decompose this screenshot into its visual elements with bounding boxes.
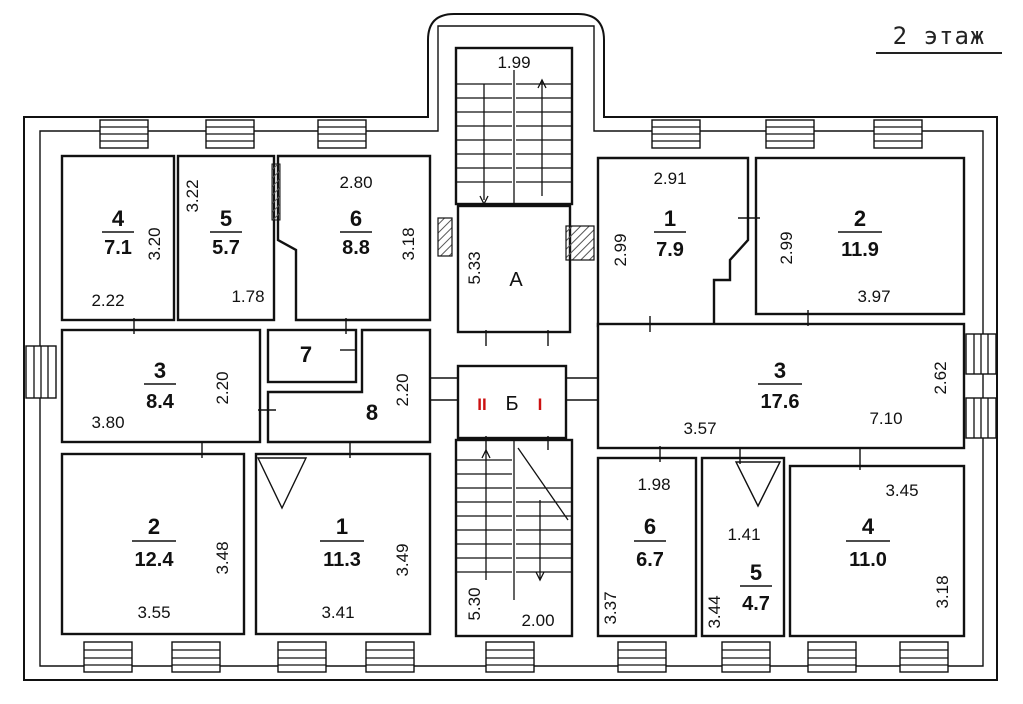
hatch-door-a-left [437,217,453,257]
dim-r2-h: 2.99 [777,231,796,264]
room-right-6 [596,456,698,638]
label-right-6-num: 6 [644,514,656,539]
label-left-3-area: 8.4 [146,391,175,413]
landing-b [456,364,568,440]
dim-r2-w: 3.97 [857,287,890,306]
dim-l8-h: 2.20 [393,373,412,406]
room-left-5 [176,154,276,322]
stair-marker-left: II [477,395,486,414]
label-right-4-num: 4 [862,514,875,539]
label-left-8-num: 8 [366,400,378,425]
label-left-6-num: 6 [350,206,362,231]
dim-r3-h: 2.62 [931,361,950,394]
label-right-2-area: 11.9 [841,239,879,261]
dim-l1-w: 3.41 [321,603,354,622]
label-left-1-num: 1 [336,514,348,539]
room-right-2 [754,156,966,316]
label-left-4-area: 7.1 [104,237,132,259]
dim-l4-w: 2.22 [91,291,124,310]
dim-l5-w: 1.78 [231,287,264,306]
dim-r4-w: 3.45 [885,481,918,500]
label-right-1-num: 1 [664,206,676,231]
room-left-1 [254,452,432,636]
dim-l6-h: 3.18 [399,227,418,260]
hatch-door-a-right [565,225,595,261]
room-left-2 [60,452,246,636]
dim-stair-a-height: 5.33 [465,251,484,284]
dim-r3-w2: 7.10 [869,409,902,428]
room-left-8 [266,328,432,444]
windows-bottom [83,641,949,673]
stairs-bottom [456,440,572,600]
label-right-6-area: 6.7 [636,549,664,571]
dim-l3-h: 2.20 [213,371,232,404]
label-right-1-area: 7.9 [656,239,684,261]
label-left-5-area: 5.7 [212,237,240,259]
room-left-3 [60,328,262,444]
room-left-4 [60,154,176,322]
hatch-left-6 [271,163,281,221]
dim-stair-bottom: 2.00 [521,611,554,630]
door-marks [133,217,861,470]
label-right-5-num: 5 [750,560,762,585]
dim-l3-w: 3.80 [91,413,124,432]
dim-l2-h: 3.48 [213,541,232,574]
label-right-4-area: 11.0 [849,549,887,571]
dim-l4-h: 3.20 [145,227,164,260]
room-left-7 [266,328,358,384]
dim-l2-w: 3.55 [137,603,170,622]
dim-stair-b-height: 5.30 [465,587,484,620]
dim-r6-w: 1.98 [637,475,670,494]
dim-r6-h: 3.37 [601,591,620,624]
dim-r5-h: 3.44 [705,595,724,628]
label-right-3-area: 17.6 [761,391,800,413]
dim-r4-h: 3.18 [933,575,952,608]
label-left-5-num: 5 [220,206,232,231]
landing-a [456,204,572,334]
label-left-7-num: 7 [300,342,312,367]
label-right-3-num: 3 [774,358,786,383]
stair-marker-right: I [538,395,543,414]
room-right-5 [700,456,786,638]
room-right-4 [788,464,966,638]
dim-r5-w: 1.41 [727,525,760,544]
label-left-1-area: 11.3 [323,549,361,571]
label-left-2-area: 12.4 [135,549,175,571]
dim-r1-h: 2.99 [611,233,630,266]
stairs-top [456,70,572,206]
dim-stair-top: 1.99 [497,53,530,72]
dim-l1-h: 3.49 [393,543,412,576]
dim-r3-w: 3.57 [683,419,716,438]
label-right-5-area: 4.7 [742,593,770,615]
label-left-6-area: 8.8 [342,237,370,259]
room-right-3 [596,322,966,450]
windows-top [99,119,923,149]
inner-wall-line [39,25,984,667]
label-left-3-num: 3 [154,358,166,383]
label-right-2-num: 2 [854,206,866,231]
windows-side [25,333,997,439]
dim-l6-w: 2.80 [339,173,372,192]
label-stair-b: Б [505,393,518,415]
floor-label: 2 этаж [876,22,1002,54]
dim-r1-w: 2.91 [653,169,686,188]
dim-l5-h: 3.22 [183,179,202,212]
room-left-6 [276,154,432,322]
label-left-4-num: 4 [112,206,125,231]
label-left-2-num: 2 [148,514,160,539]
label-stair-a: А [509,269,523,291]
